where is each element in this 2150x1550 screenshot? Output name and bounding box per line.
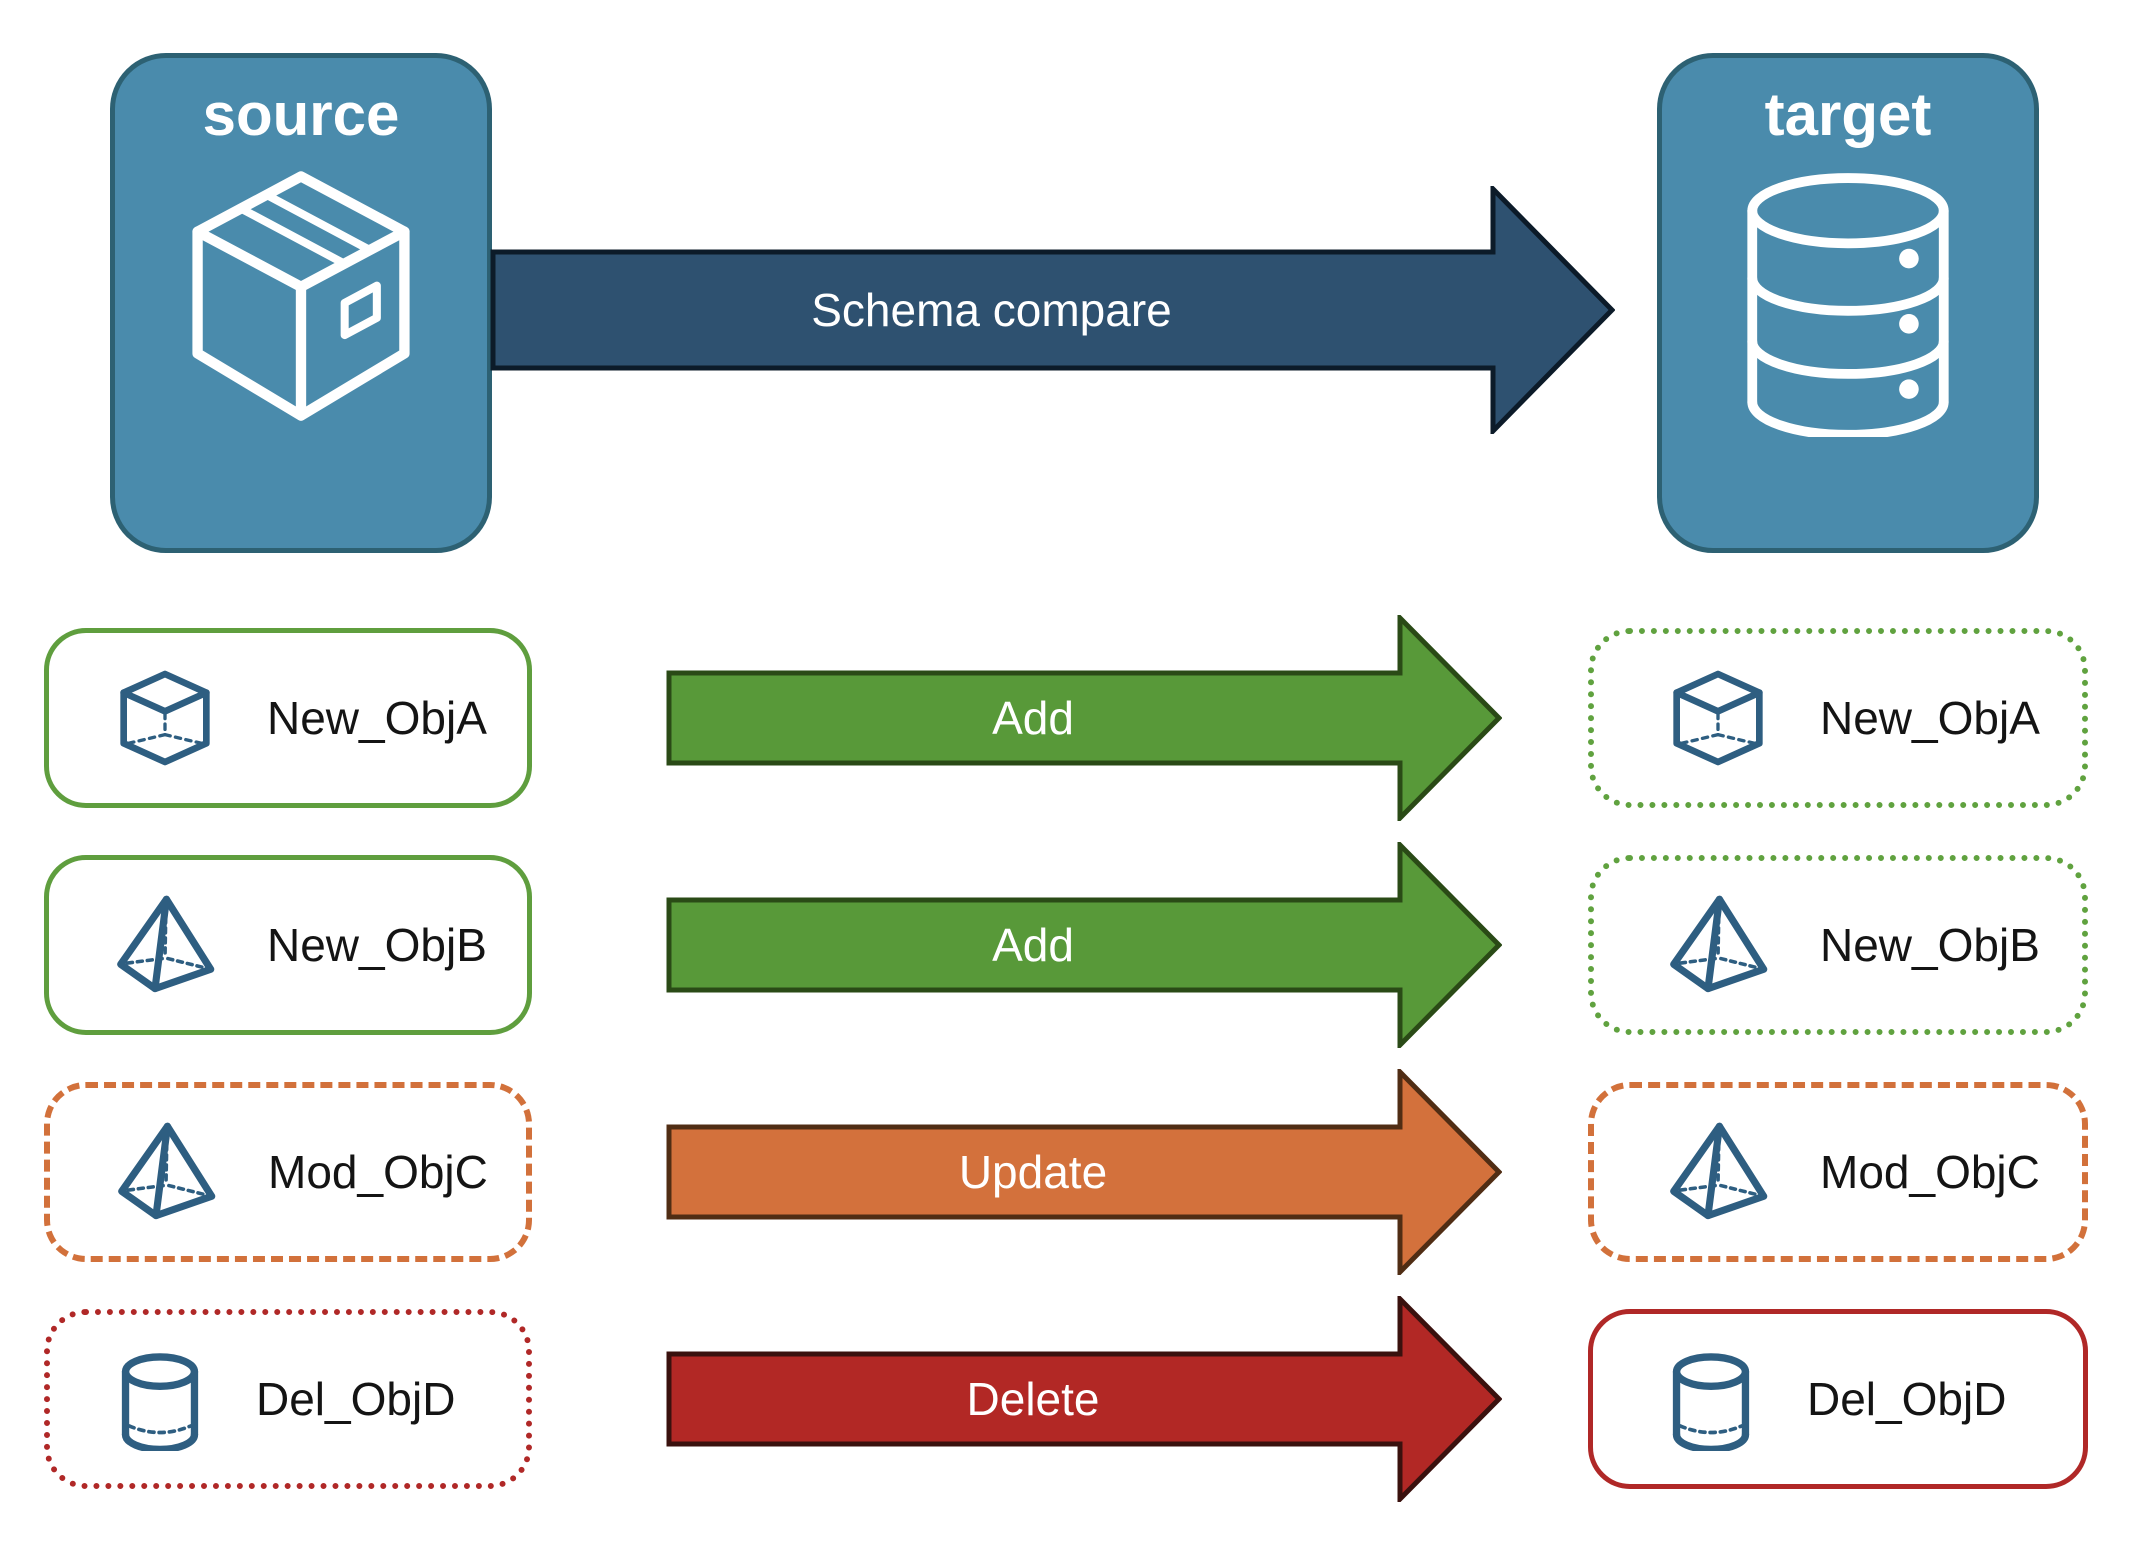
source-object-new-objb: New_ObjB [44,855,532,1035]
cylinder-icon [1667,1348,1755,1451]
pyramid-icon [1668,895,1768,995]
source-object-label: Mod_ObjC [268,1146,488,1198]
cube-icon [115,669,215,767]
cylinder-icon [116,1348,204,1451]
add-arrow-label: Add [992,919,1074,971]
target-title: target [1764,81,1932,148]
pyramid-icon [1668,1122,1768,1222]
target-object-new-objb: New_ObjB [1588,855,2088,1035]
source-node: source [110,53,492,553]
target-object-del-objd: Del_ObjD [1588,1309,2088,1489]
update-arrow [666,1069,1502,1275]
delete-arrow-label: Delete [966,1373,1100,1425]
source-object-label: New_ObjA [267,692,487,744]
schema-compare-arrow [490,186,1615,434]
add-arrow [666,615,1502,821]
pyramid-icon [116,1122,216,1222]
schema-compare-arrow-label: Schema compare [811,284,1172,336]
target-object-label: Del_ObjD [1807,1373,2007,1425]
source-object-new-obja: New_ObjA [44,628,532,808]
add-arrow [666,842,1502,1048]
target-object-label: Mod_ObjC [1820,1146,2040,1198]
source-object-del-objd: Del_ObjD [44,1309,532,1489]
source-object-mod-objc: Mod_ObjC [44,1082,532,1262]
delete-arrow [666,1296,1502,1502]
add-arrow-label: Add [992,692,1074,744]
cube-icon [1668,669,1768,767]
package-icon [181,165,421,427]
source-title: source [202,81,400,148]
target-node: target [1657,53,2039,553]
target-object-new-obja: New_ObjA [1588,628,2088,808]
target-object-label: New_ObjA [1820,692,2040,744]
pyramid-icon [115,895,215,995]
source-object-label: Del_ObjD [256,1373,456,1425]
database-icon [1739,165,1957,437]
target-object-mod-objc: Mod_ObjC [1588,1082,2088,1262]
update-arrow-label: Update [958,1146,1108,1198]
target-object-label: New_ObjB [1820,919,2040,971]
source-object-label: New_ObjB [267,919,487,971]
